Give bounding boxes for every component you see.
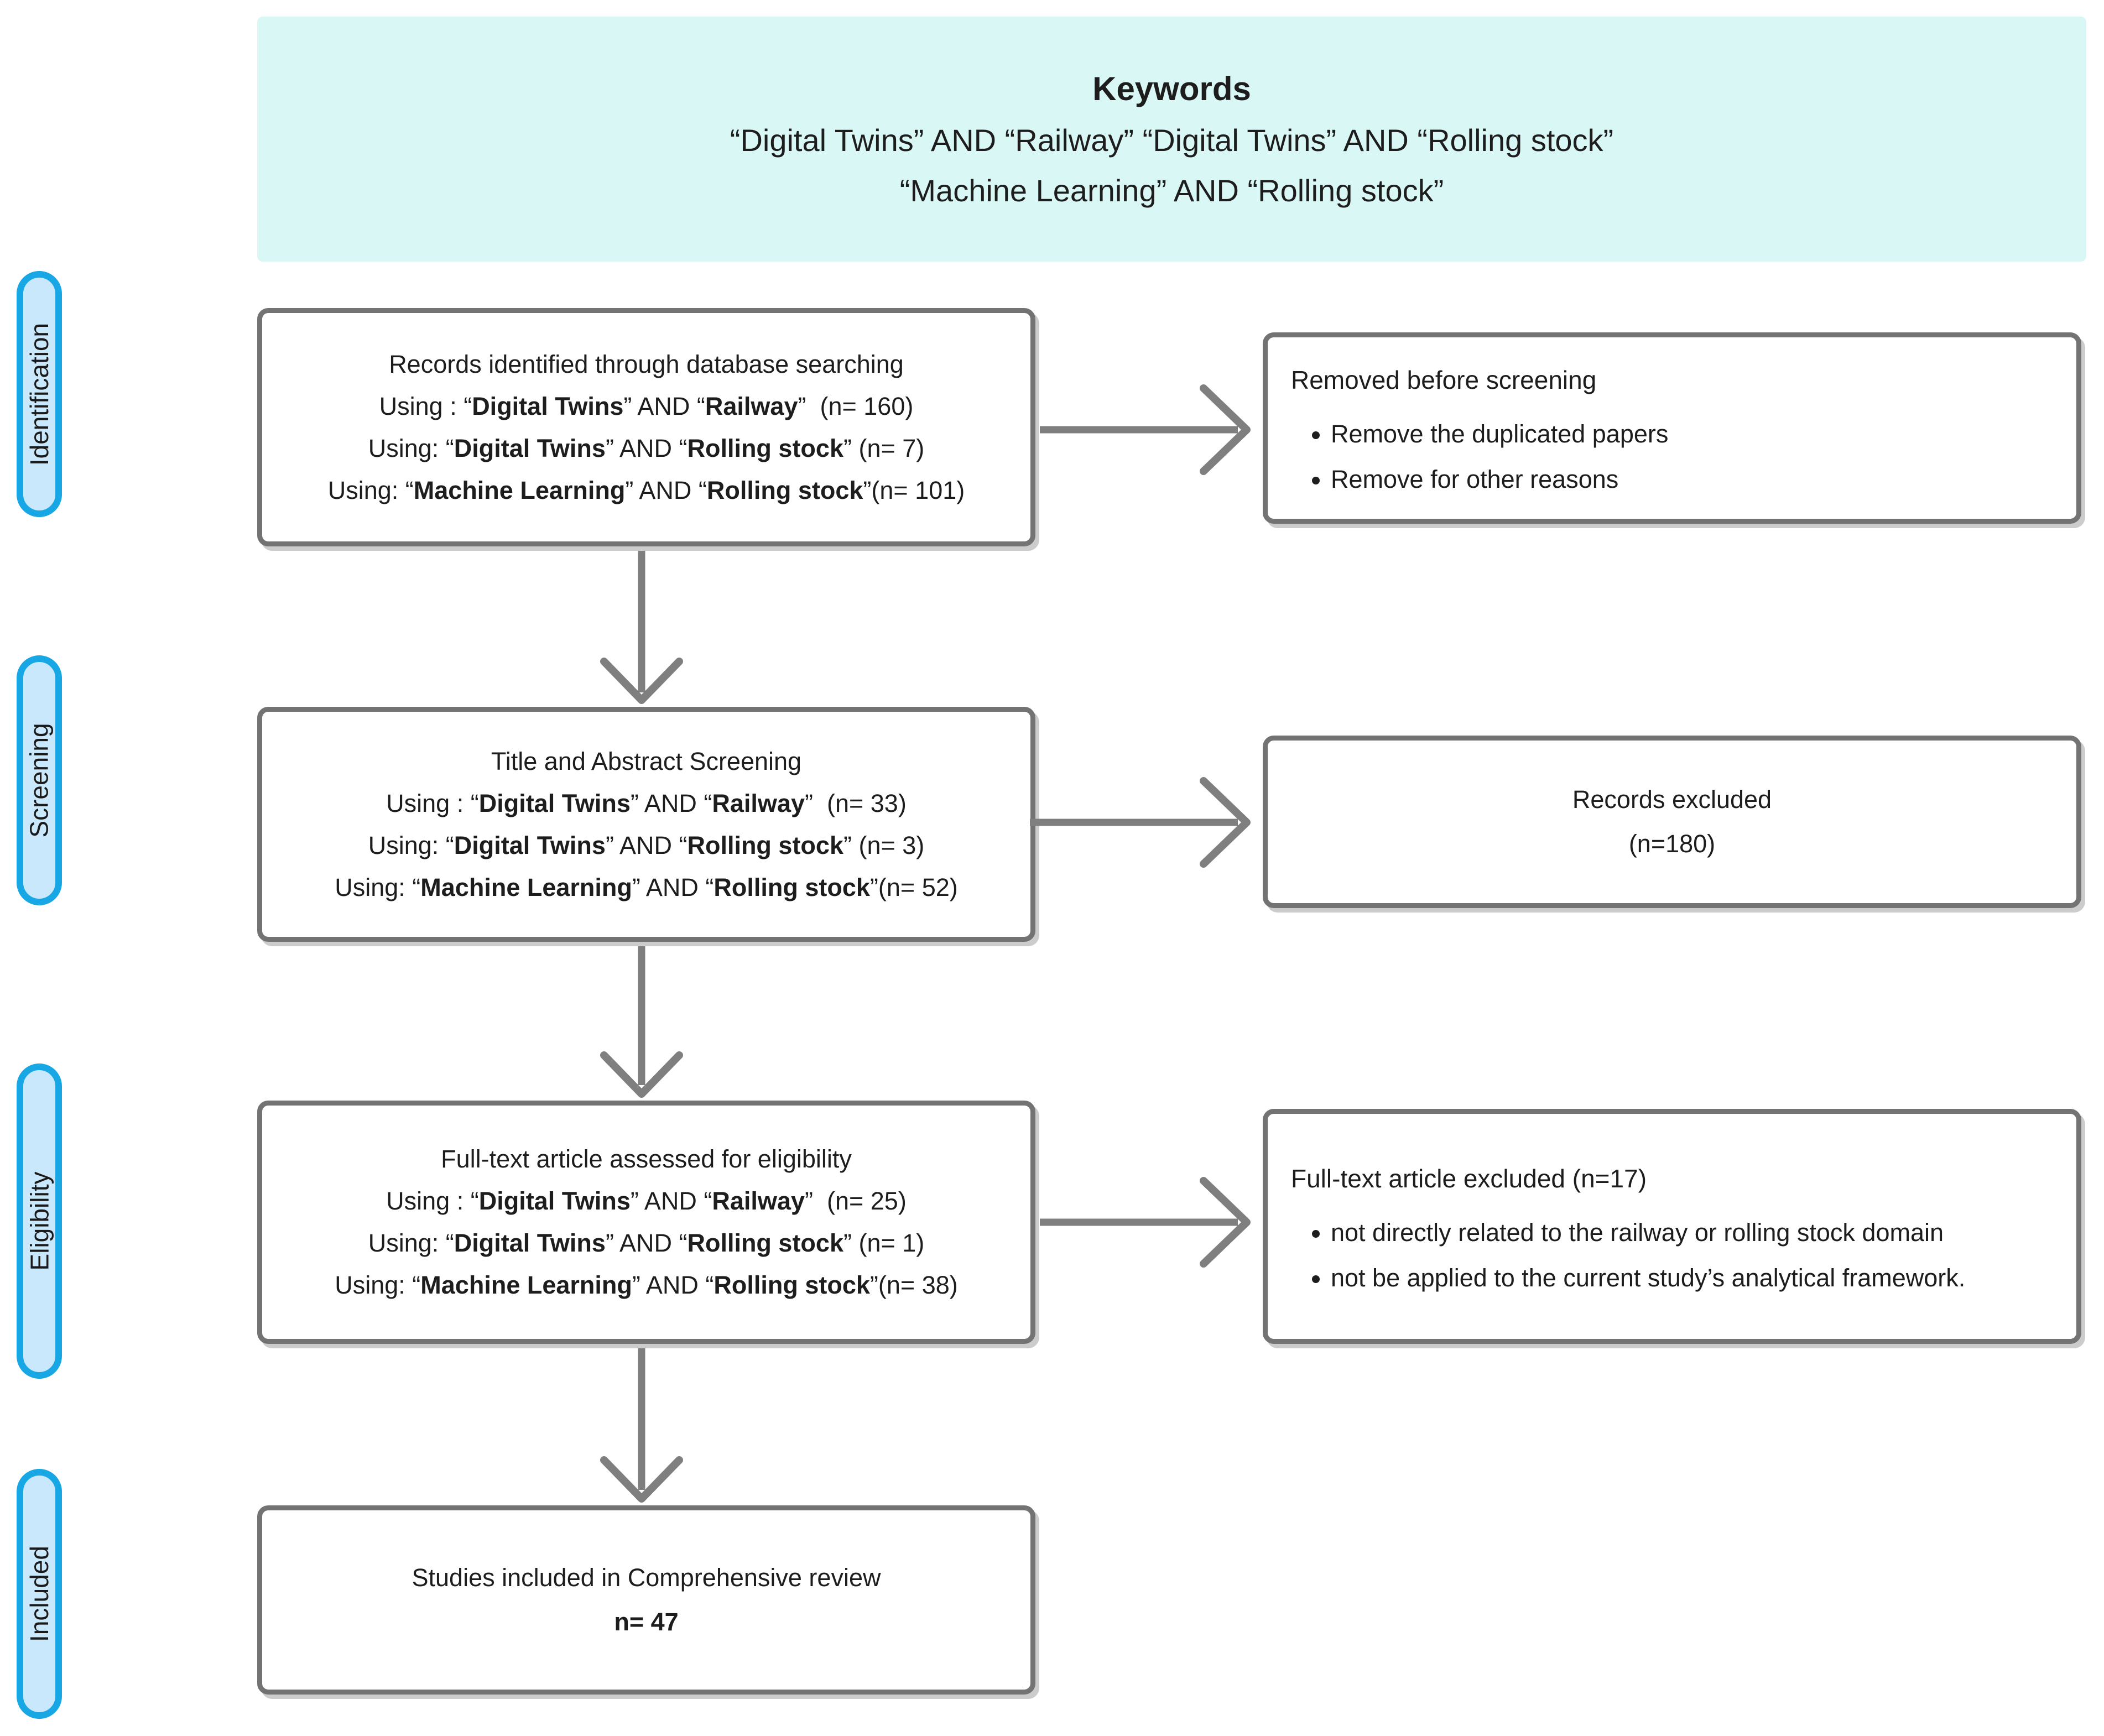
arrow-screening-to-eligibility-head [600, 1051, 683, 1098]
screening-box: Title and Abstract Screening Using : “Di… [257, 707, 1035, 942]
records-title-line: Records identified through database sear… [389, 350, 904, 378]
removed-bullet-1: Remove the duplicated papers [1331, 418, 1668, 451]
records-excluded-count: (n=180) [1628, 830, 1716, 858]
fulltext-excluded-bullet-list: not directly related to the railway or r… [1291, 1204, 1965, 1295]
arrow-screening-to-excluded-head [1200, 777, 1251, 868]
eligibility-query-line-1: Using : “Digital Twins” AND “Railway” (n… [386, 1187, 907, 1215]
keywords-title: Keywords [1092, 70, 1251, 107]
records-query-line-3: Using: “Machine Learning” AND “Rolling s… [327, 476, 965, 504]
keywords-banner: Keywords “Digital Twins” AND “Railway” “… [257, 17, 2086, 262]
records-excluded-box: Records excluded (n=180) [1263, 736, 2081, 908]
screening-query-line-3: Using: “Machine Learning” AND “Rolling s… [335, 873, 958, 901]
included-title-line: Studies included in Comprehensive review [412, 1563, 881, 1592]
screening-query-line-2: Using: “Digital Twins” AND “Rolling stoc… [368, 831, 925, 859]
arrow-records-to-removed-head [1200, 384, 1251, 475]
included-count-line: n= 47 [614, 1608, 679, 1636]
stage-pill-identification: Identification [17, 271, 62, 517]
stage-label-screening: Screening [25, 723, 54, 838]
eligibility-query-line-3: Using: “Machine Learning” AND “Rolling s… [335, 1271, 958, 1299]
stage-pill-screening: Screening [17, 655, 62, 905]
fulltext-excluded-box: Full-text article excluded (n=17) not di… [1263, 1109, 2081, 1344]
stage-pill-included: Included [17, 1469, 62, 1719]
arrow-identification-to-screening-head [600, 658, 683, 704]
removed-before-screening-box: Removed before screening Remove the dupl… [1263, 332, 2081, 524]
eligibility-title-line: Full-text article assessed for eligibili… [441, 1145, 852, 1173]
included-studies-box: Studies included in Comprehensive review… [257, 1505, 1035, 1695]
stage-pill-eligibility: Eligibility [17, 1064, 62, 1379]
eligibility-query-line-2: Using: “Digital Twins” AND “Rolling stoc… [368, 1229, 925, 1257]
identification-records-box: Records identified through database sear… [257, 308, 1035, 546]
fulltext-excluded-bullet-2: not be applied to the current study’s an… [1331, 1261, 1965, 1295]
arrow-eligibility-to-excluded-head [1200, 1177, 1251, 1268]
removed-title: Removed before screening [1291, 366, 1597, 394]
keywords-line-1: “Digital Twins” AND “Railway” “Digital T… [730, 123, 1614, 158]
records-query-line-2: Using: “Digital Twins” AND “Rolling stoc… [368, 434, 925, 462]
removed-bullet-list: Remove the duplicated papers Remove for … [1291, 405, 1668, 496]
removed-bullet-2: Remove for other reasons [1331, 463, 1668, 496]
fulltext-excluded-bullet-1: not directly related to the railway or r… [1331, 1216, 1965, 1249]
stage-label-eligibility: Eligibility [25, 1171, 54, 1271]
stage-label-identification: Identification [25, 322, 54, 466]
fulltext-excluded-title: Full-text article excluded (n=17) [1291, 1164, 1647, 1193]
screening-query-line-1: Using : “Digital Twins” AND “Railway” (n… [386, 789, 907, 817]
records-excluded-line: Records excluded [1572, 785, 1772, 814]
stage-label-included: Included [25, 1546, 54, 1642]
screening-title-line: Title and Abstract Screening [491, 747, 802, 775]
records-query-line-1: Using : “Digital Twins” AND “Railway” (n… [379, 392, 914, 420]
keywords-line-2: “Machine Learning” AND “Rolling stock” [899, 173, 1444, 208]
eligibility-box: Full-text article assessed for eligibili… [257, 1101, 1035, 1344]
arrow-eligibility-to-included-head [600, 1456, 683, 1503]
